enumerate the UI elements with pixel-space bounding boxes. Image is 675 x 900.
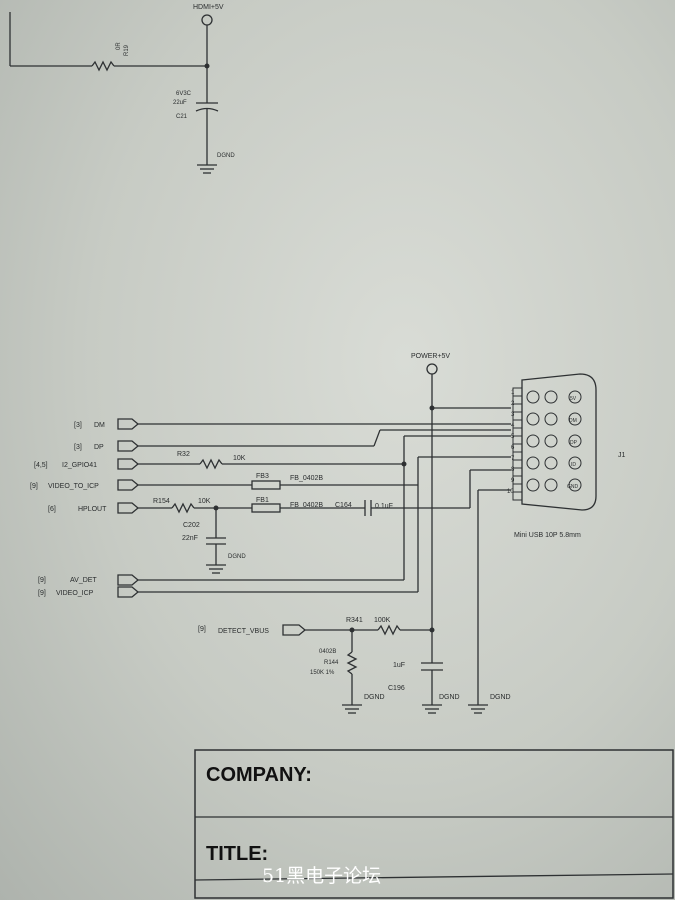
r341-val: 100K (374, 617, 391, 624)
title-label: TITLE: (206, 843, 268, 865)
detect-vbus-name: DETECT_VBUS (218, 628, 269, 635)
tag-5v: 5V (570, 396, 577, 402)
conn-dgnd-label: DGND (490, 694, 511, 701)
r144-pkg: 0402B (319, 649, 336, 655)
dp-port (117, 440, 140, 452)
hplout-net: [6] HPLOUT R154 10K FB1 FB_0402B C164 0.… (48, 497, 470, 574)
video-icp-port (117, 586, 140, 598)
watermark: 51黑电子论坛 (262, 865, 381, 887)
video-in-sheet: [9] (30, 483, 38, 490)
pin-5: 5 (511, 434, 515, 440)
company-label: COMPANY: (206, 764, 312, 786)
dp-sheet: [3] (74, 444, 82, 451)
detect-vbus-net: [9] DETECT_VBUS R341 100K 0402B R144 150… (198, 617, 460, 714)
video-in-port (117, 479, 140, 491)
fb1-val: FB_0402B (290, 502, 323, 509)
fb1-ref: FB1 (256, 497, 269, 504)
hdmi-5v-label: HDMI+5V (193, 4, 224, 11)
i2c-net: [4,5] I2_GPIO41 R32 10K (34, 451, 407, 470)
r144-ref: R144 (324, 660, 339, 666)
i2c-name: I2_GPIO41 (62, 462, 97, 469)
r144-resistor (346, 651, 358, 675)
r341-resistor (377, 624, 401, 636)
c196-dgnd: DGND (439, 694, 460, 701)
i2c-port (117, 458, 140, 470)
av-det-net: [9] AV_DET (38, 435, 511, 586)
fb1-bead (251, 503, 281, 513)
power-5v-label: POWER+5V (411, 353, 450, 360)
c202-ref: C202 (183, 522, 200, 529)
r32-ref: R32 (177, 451, 190, 458)
r19-value: 0R (116, 42, 122, 50)
hdmi-power-symbol (201, 14, 213, 26)
c196-val: 1uF (393, 662, 405, 669)
r19-resistor (91, 60, 115, 72)
video-in-name: VIDEO_TO_ICP (48, 483, 99, 490)
connector-ref: J1 (618, 452, 626, 459)
c21-value: 22uF (173, 100, 187, 106)
r341-ref: R341 (346, 617, 363, 624)
c164-val: 0.1uF (375, 503, 393, 510)
connector-gnd-net: DGND (468, 489, 511, 714)
c21-ref: C21 (176, 114, 188, 120)
av-det-port (117, 574, 140, 586)
fb3-bead (251, 480, 281, 490)
r154-val: 10K (198, 498, 211, 505)
r144-dgnd: DGND (364, 694, 385, 701)
top-dgnd-label: DGND (217, 153, 235, 159)
tag-dm: DM (569, 418, 577, 424)
pin-8: 8 (511, 467, 515, 473)
c202-val: 22nF (182, 535, 198, 542)
c164-ref: C164 (335, 502, 352, 509)
dp-name: DP (94, 444, 104, 451)
connector-desc: Mini USB 10P 5.8mm (514, 532, 581, 539)
dp-net: [3] DP (74, 429, 511, 452)
pin-3: 3 (511, 412, 515, 418)
r32-val: 10K (233, 455, 246, 462)
r19-ref: R19 (124, 44, 130, 56)
hplout-port (117, 502, 140, 514)
pin-7: 7 (511, 456, 515, 462)
pin-4: 4 (511, 423, 515, 429)
pin-6: 6 (511, 445, 515, 451)
detect-vbus-port (282, 624, 307, 636)
hplout-name: HPLOUT (78, 506, 107, 513)
c21-voltage: 6V3C (176, 91, 192, 97)
tag-dp: DP (570, 440, 578, 446)
dm-net: [3] DM (74, 418, 511, 430)
video-icp-sheet: [9] (38, 590, 46, 597)
i2c-sheet: [4,5] (34, 462, 48, 469)
c202-dgnd: DGND (228, 554, 246, 560)
r32-resistor (199, 458, 223, 470)
fb3-val: FB_0402B (290, 475, 323, 482)
power-symbol (426, 363, 438, 375)
av-det-sheet: [9] (38, 577, 46, 584)
pin-10: 10 (507, 489, 514, 495)
video-icp-net: [9] VIDEO_ICP (38, 456, 511, 598)
top-power-section: HDMI+5V 0R R19 6V3C 22uF C21 DGND (9, 4, 235, 174)
pin-9: 9 (511, 478, 515, 484)
title-block: COMPANY: TITLE: (194, 749, 674, 899)
ground-symbol (197, 164, 217, 174)
av-det-name: AV_DET (70, 577, 97, 584)
dm-port (117, 418, 140, 430)
mini-usb-connector: 1 2 3 4 5 6 7 8 9 10 5V DM DP ID GND J1 … (507, 373, 626, 539)
video-in-net: [9] VIDEO_TO_ICP FB3 FB_0402B (30, 473, 418, 491)
tag-gnd: GND (567, 484, 579, 490)
hplout-sheet: [6] (48, 506, 56, 513)
tag-id: ID (571, 462, 576, 468)
r154-resistor (171, 502, 195, 514)
r154-ref: R154 (153, 498, 170, 505)
c196-ref: C196 (388, 685, 405, 692)
dm-name: DM (94, 422, 105, 429)
fb3-ref: FB3 (256, 473, 269, 480)
detect-vbus-sheet: [9] (198, 626, 206, 633)
r144-val: 150K 1% (310, 670, 335, 676)
video-icp-name: VIDEO_ICP (56, 590, 94, 597)
pin-1: 1 (511, 390, 515, 396)
power-5v-net: POWER+5V (411, 353, 511, 663)
dm-sheet: [3] (74, 422, 82, 429)
pin-2: 2 (511, 401, 515, 407)
